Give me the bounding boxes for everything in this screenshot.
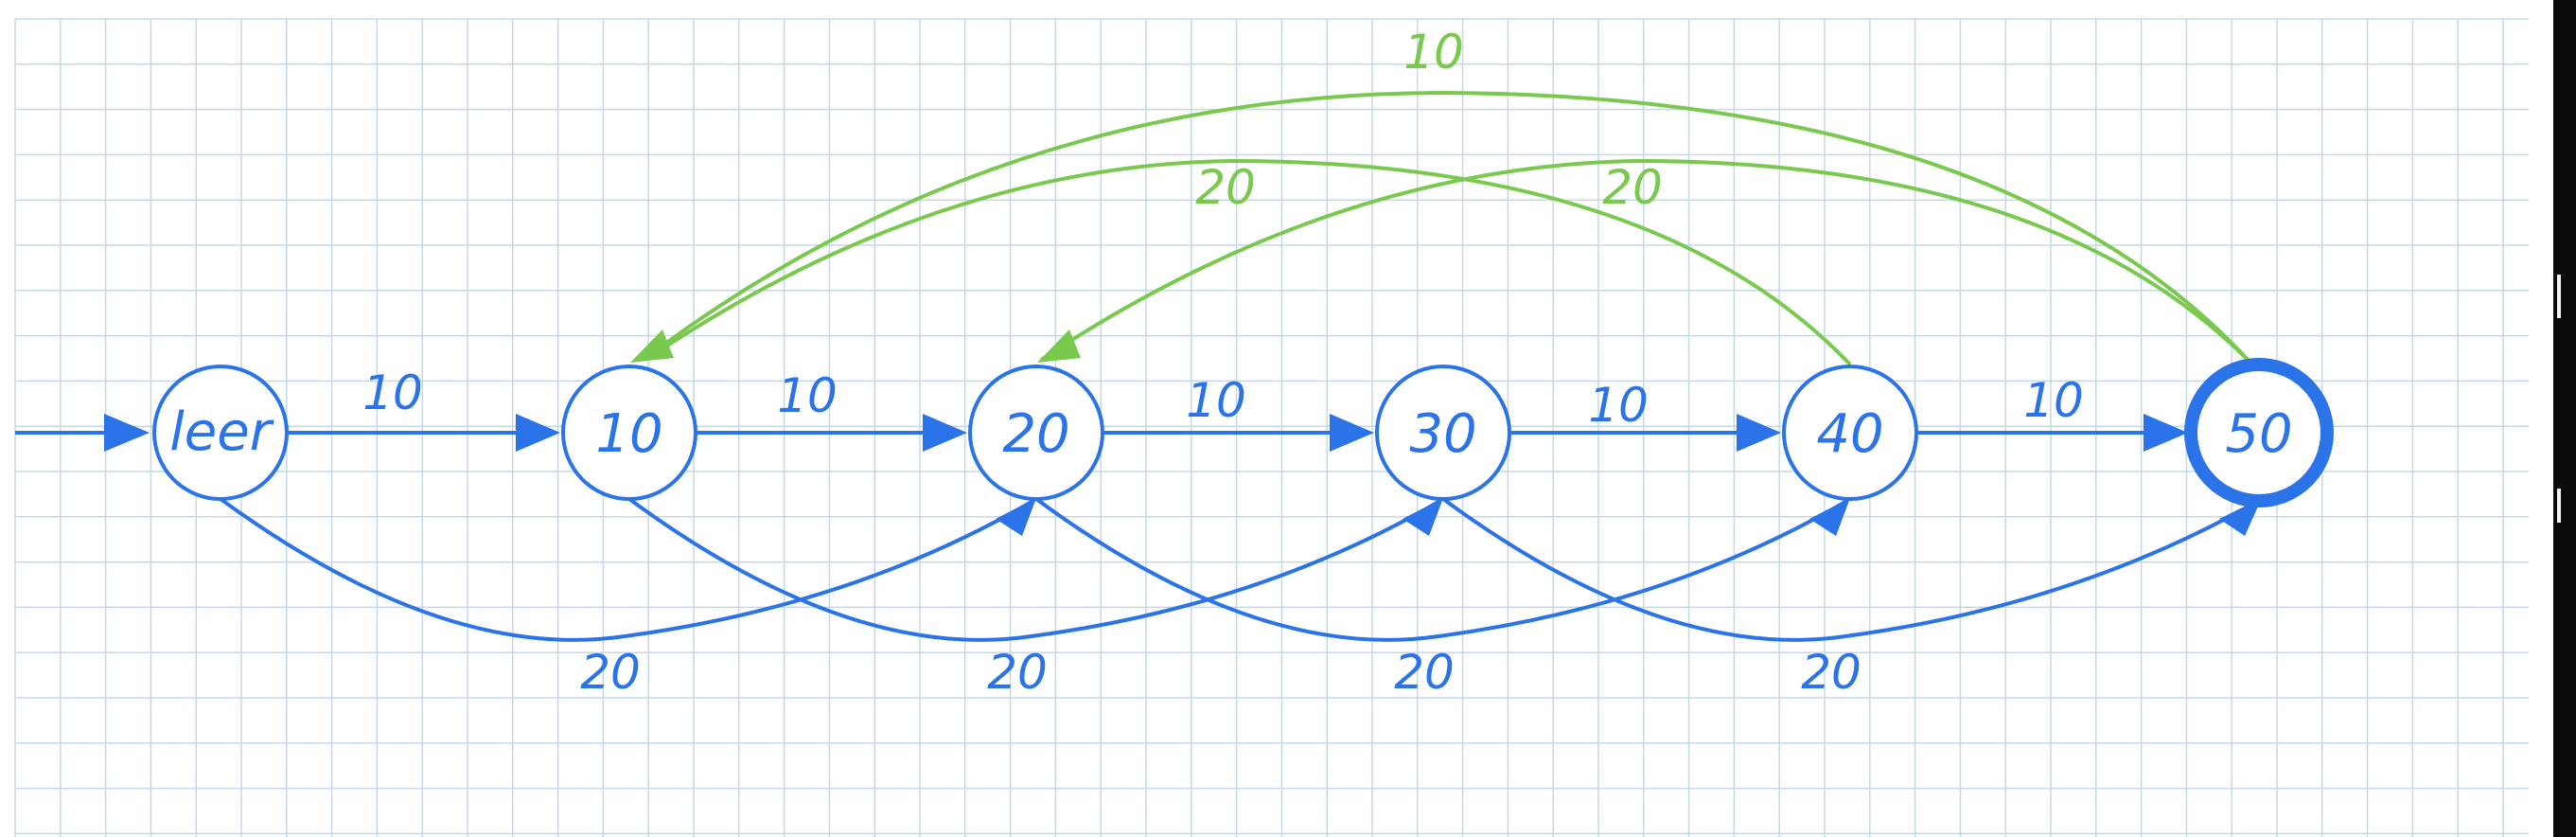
- edge-label: 10: [1588, 378, 1649, 433]
- arrowhead-icon: [1403, 498, 1443, 536]
- state-20: 20: [968, 365, 1104, 501]
- arrowhead-icon: [1737, 414, 1781, 452]
- edge-40-to-10: [651, 158, 1852, 366]
- arrowhead-icon: [630, 329, 674, 363]
- arrowhead-icon: [2219, 498, 2262, 536]
- state-label: 20: [1002, 403, 1069, 465]
- state-40: 40: [1782, 365, 1918, 501]
- state-10: 10: [561, 365, 697, 501]
- arrowhead-icon: [1037, 329, 1081, 363]
- edge-label: 10: [362, 365, 423, 420]
- edge-label: 20: [987, 645, 1048, 700]
- edge-label: 10: [1403, 25, 1464, 80]
- state-30: 30: [1375, 365, 1511, 501]
- back-edges: [630, 90, 2254, 366]
- state-label: 10: [595, 403, 662, 465]
- window-edge-bar: [2553, 0, 2576, 837]
- state-label: 40: [1816, 403, 1883, 465]
- edge-leer-to-20: [219, 497, 1033, 642]
- grid-paper: [14, 18, 2529, 837]
- edge-label: 20: [1801, 645, 1861, 700]
- edge-label: 10: [777, 368, 838, 423]
- state-label: 30: [1409, 403, 1476, 465]
- step-edges: [289, 414, 2188, 452]
- edge-label: 20: [1602, 160, 1663, 215]
- edge-label: 10: [1186, 373, 1246, 428]
- skip-edges: [219, 497, 2262, 642]
- start-arrow: [15, 414, 150, 452]
- edge-label: 10: [2023, 373, 2084, 428]
- arrowhead-icon: [923, 414, 967, 452]
- edge-20-to-40: [1034, 497, 1847, 642]
- state-leer: leer: [152, 365, 289, 501]
- state-50-accepting: 50: [2184, 358, 2334, 508]
- state-label: 50: [2225, 403, 2292, 465]
- edge-50-to-20: [1039, 158, 2254, 366]
- edge-label: 20: [580, 645, 641, 700]
- arrowhead-icon: [996, 498, 1036, 536]
- arrowhead-icon: [516, 414, 560, 452]
- edge-30-to-50: [1441, 497, 2258, 642]
- arrowhead-icon: [1330, 414, 1374, 452]
- arrowhead-icon: [1809, 498, 1850, 536]
- edge-50-to-10: [642, 90, 2254, 366]
- edge-label: 20: [1394, 645, 1455, 700]
- arrowhead-icon: [2144, 414, 2188, 452]
- scroll-marker: [2557, 275, 2561, 318]
- edge-10-to-30: [627, 497, 1440, 642]
- edge-label: 20: [1195, 160, 1256, 215]
- scroll-marker: [2557, 489, 2561, 523]
- state-label: leer: [169, 401, 273, 463]
